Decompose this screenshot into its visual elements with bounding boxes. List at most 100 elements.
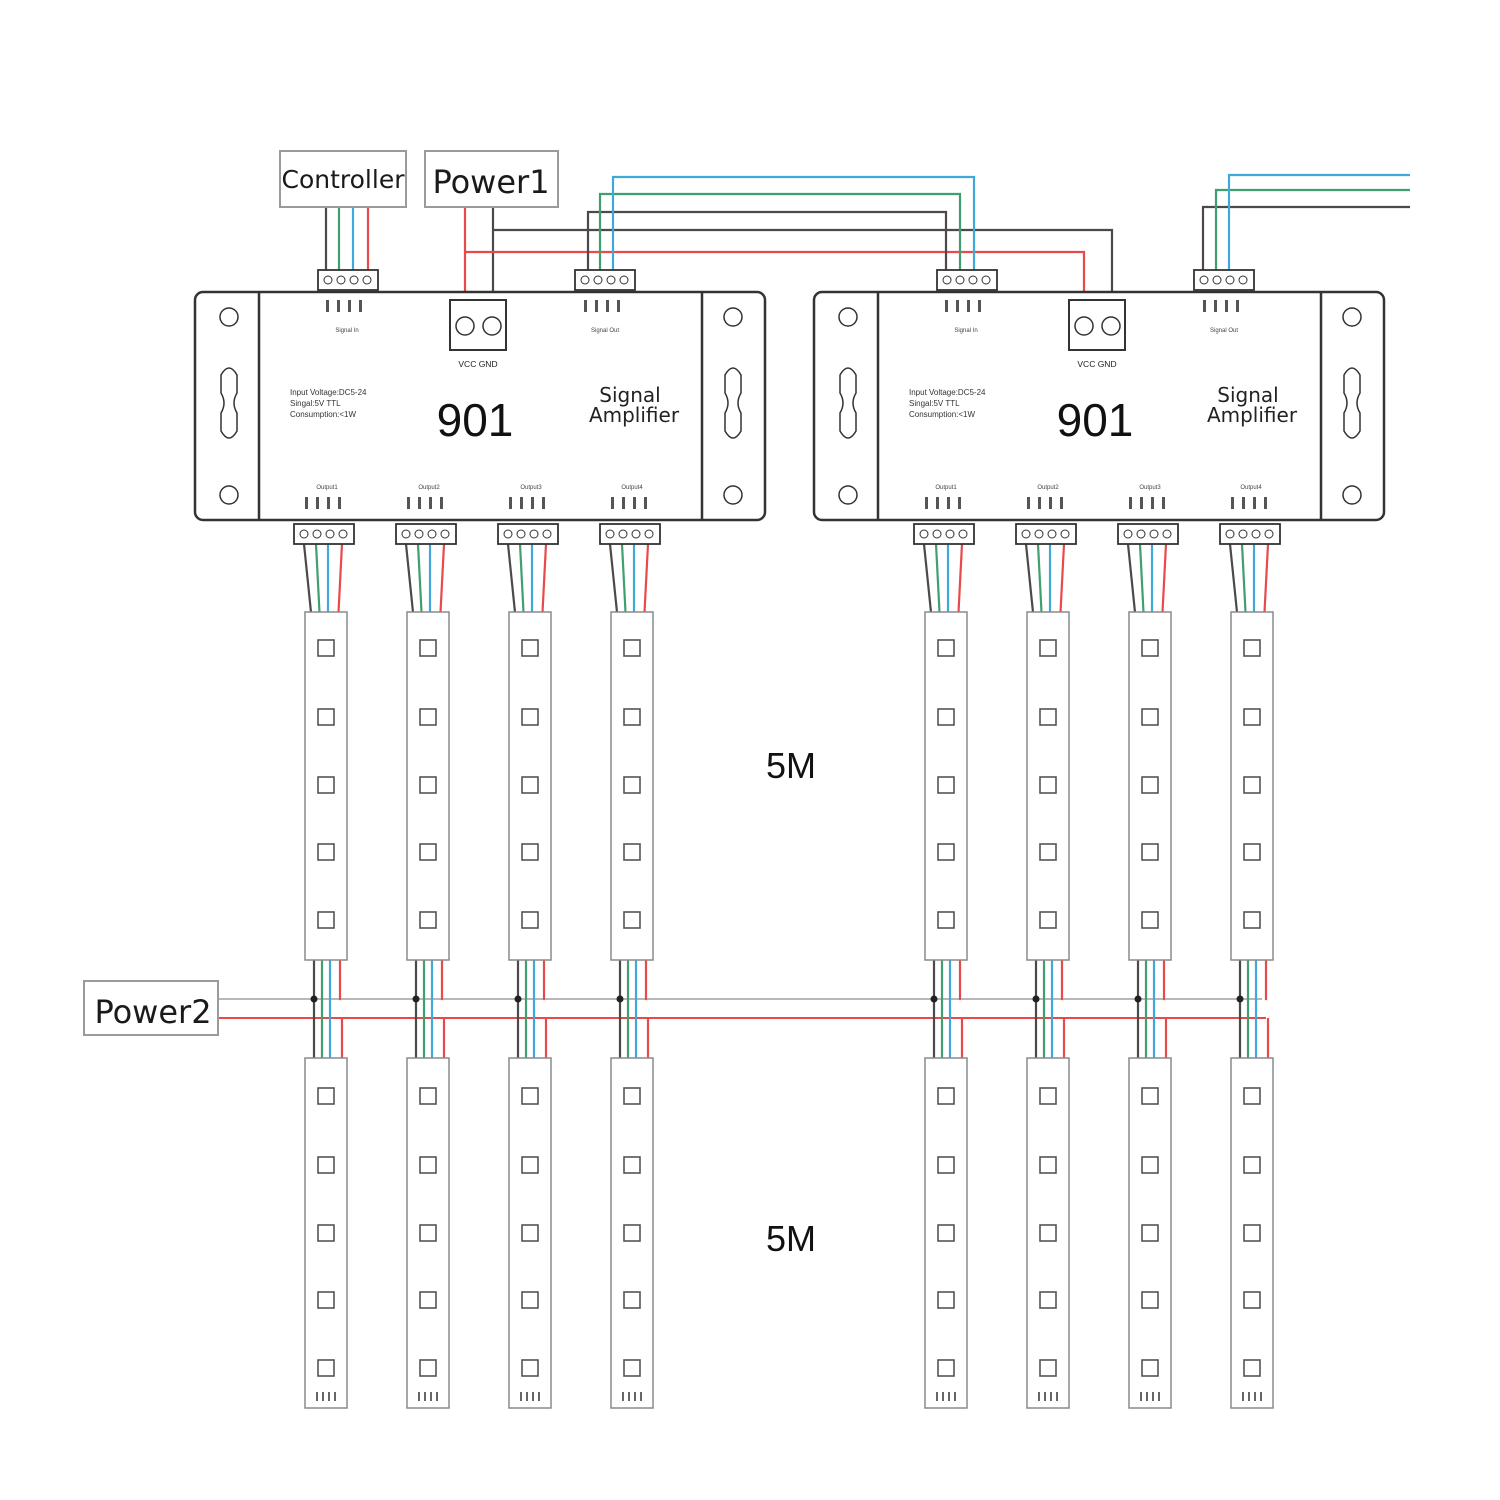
pin-mark — [936, 497, 939, 509]
led-chip — [1243, 911, 1261, 929]
led-chip — [1039, 1087, 1057, 1105]
mount-slot — [839, 367, 857, 439]
signal-out-pins — [1203, 300, 1239, 312]
output-connector — [1117, 523, 1179, 545]
output-label: Output2 — [1037, 485, 1059, 491]
connector-pin — [414, 529, 424, 539]
pin-mark — [978, 300, 981, 312]
led-chip — [1243, 1224, 1261, 1242]
led-strip-upper — [1026, 611, 1070, 961]
connector-housing — [599, 523, 661, 545]
led-chip — [1039, 1224, 1057, 1242]
signal-in-connector — [936, 269, 998, 291]
pin-mark — [947, 497, 950, 509]
connector-pin — [1034, 529, 1044, 539]
end-pad — [1056, 1392, 1058, 1401]
end-pad — [1050, 1392, 1052, 1401]
signal-in-connector — [317, 269, 379, 291]
connector-housing — [497, 523, 559, 545]
connector-pin — [325, 529, 335, 539]
pin-mark — [956, 300, 959, 312]
output-pins — [925, 497, 961, 509]
mount-slot — [724, 367, 742, 439]
led-chip — [1141, 1156, 1159, 1174]
mount-hole — [838, 307, 858, 327]
end-pad — [424, 1392, 426, 1401]
led-chip — [1039, 911, 1057, 929]
spec-line-3: Consumption:<1W — [290, 410, 356, 419]
connector-pin — [1060, 529, 1070, 539]
led-chip — [317, 1224, 335, 1242]
connector-housing — [574, 269, 636, 291]
strip-body — [304, 1057, 348, 1409]
strip-end-pads — [622, 1392, 642, 1401]
power1-label: Power1 — [432, 163, 549, 201]
output-label: Output4 — [1240, 485, 1262, 491]
bridge-wire — [958, 945, 962, 1001]
led-chip — [623, 708, 641, 726]
output-connector — [395, 523, 457, 545]
signal-in-label: Signal In — [335, 328, 358, 334]
pin-mark — [531, 497, 534, 509]
output-wire — [1024, 543, 1036, 623]
led-chip — [1141, 1359, 1159, 1377]
signal-chain-wire — [598, 192, 962, 270]
model-number: 901 — [437, 394, 514, 446]
led-chip — [419, 639, 437, 657]
signal-chain-wire — [611, 175, 976, 270]
controller-label: Controller — [282, 165, 406, 194]
junction-dot — [616, 995, 624, 1003]
led-chip — [419, 1291, 437, 1309]
pin-mark — [1203, 300, 1206, 312]
connector-pin — [529, 529, 539, 539]
led-chip — [419, 1359, 437, 1377]
pin-mark — [945, 300, 948, 312]
led-chip — [521, 1224, 539, 1242]
output-label: Output3 — [1139, 485, 1161, 491]
end-pad — [430, 1392, 432, 1401]
pin-mark — [925, 497, 928, 509]
led-chip — [521, 1156, 539, 1174]
led-chip — [1141, 1087, 1159, 1105]
connector-pin — [1264, 529, 1274, 539]
signal-in-pins — [326, 300, 362, 312]
bridge-wire — [1264, 945, 1268, 1001]
pin-mark — [1225, 300, 1228, 312]
led-chip — [419, 843, 437, 861]
bridge-wire — [1162, 945, 1166, 1001]
amplifier-title-line-2: Amplifier — [589, 403, 680, 427]
connector-pin — [299, 529, 309, 539]
connector-pin — [1199, 275, 1209, 285]
signal-chain-wire — [586, 210, 948, 270]
led-chip — [623, 843, 641, 861]
pin-mark — [1140, 497, 1143, 509]
output-connector — [293, 523, 355, 545]
led-chip — [317, 639, 335, 657]
signal-out-wire — [1201, 205, 1410, 270]
strip-body — [1230, 611, 1274, 961]
connector-pin — [336, 275, 346, 285]
connector-pin — [1021, 529, 1031, 539]
led-chip — [1141, 843, 1159, 861]
output-wire — [438, 543, 446, 623]
output-pins — [509, 497, 545, 509]
led-chip — [521, 1291, 539, 1309]
led-chip — [521, 708, 539, 726]
output-wire — [934, 543, 942, 623]
output-connector — [497, 523, 559, 545]
power-terminal-block — [1068, 299, 1126, 351]
junction-dot — [1236, 995, 1244, 1003]
end-pad — [1152, 1392, 1154, 1401]
strip-body — [508, 611, 552, 961]
end-pad — [628, 1392, 630, 1401]
connector-pin — [1212, 275, 1222, 285]
led-chip — [317, 1359, 335, 1377]
mount-slot — [220, 367, 238, 439]
connector-housing — [293, 523, 355, 545]
led-chip — [1243, 1087, 1261, 1105]
connector-pin — [362, 275, 372, 285]
led-chip — [1243, 1156, 1261, 1174]
pin-mark — [520, 497, 523, 509]
bridge-wire — [644, 945, 648, 1001]
